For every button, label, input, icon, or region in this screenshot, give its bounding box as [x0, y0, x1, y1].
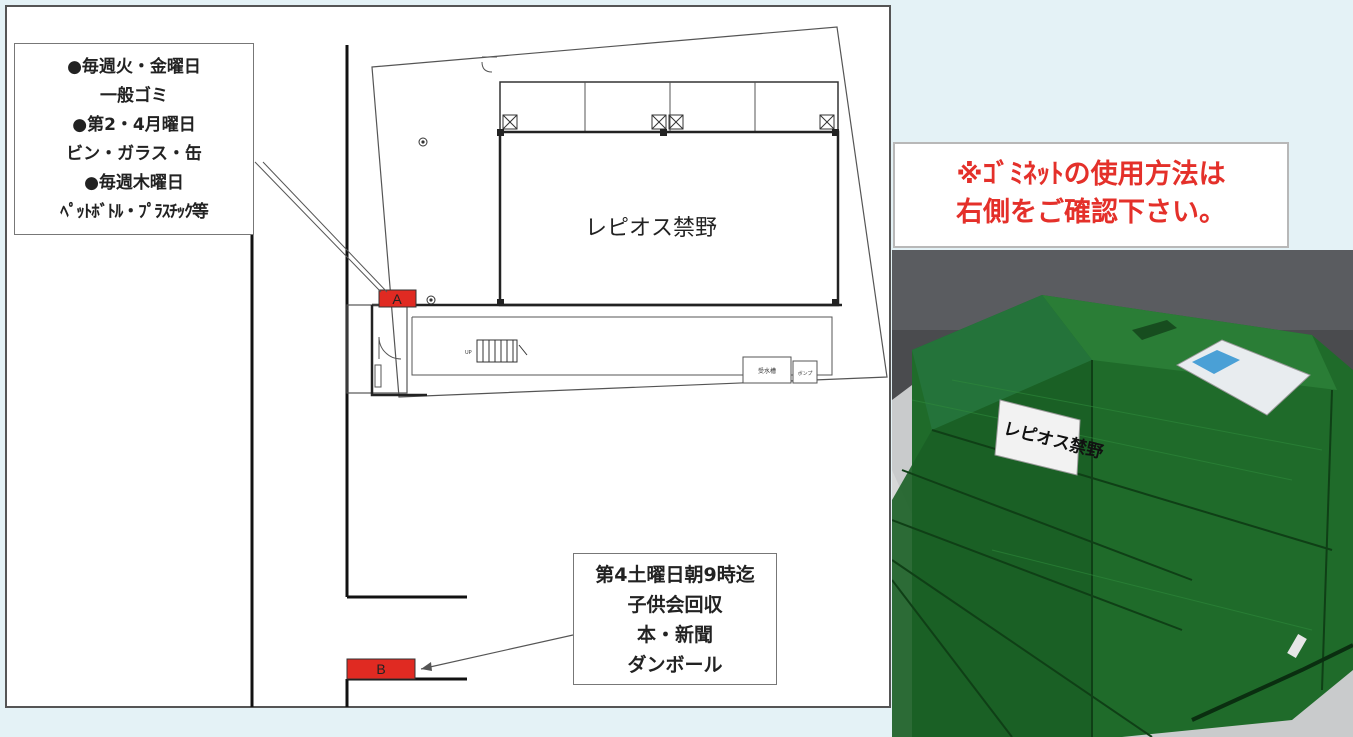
schedule-line: ●第2・4月曜日 [72, 115, 196, 135]
gate-arc [481, 61, 493, 73]
main-building [498, 130, 840, 307]
water-tank-room [742, 356, 792, 384]
recycling-line: ダンボール [627, 654, 723, 676]
site-plan-panel: UP 受水槽 ボンプ A B レピオス禁野 ●毎週火・金曜日 一般ゴミ ●第2・… [5, 5, 891, 708]
notice-line-2: 右側をご確認下さい。 [956, 197, 1226, 228]
garbage-net-notice: ※ｺﾞﾐﾈｯﾄの使用方法は 右側をご確認下さい。 [893, 142, 1289, 248]
notice-line-1: ※ｺﾞﾐﾈｯﾄの使用方法は [956, 159, 1226, 190]
stairs [476, 339, 528, 363]
leader-line-b [420, 634, 574, 670]
site-boundary [371, 26, 888, 398]
pump-label: ボンプ [798, 370, 813, 377]
water-tank-label: 受水槽 [758, 367, 776, 375]
schedule-line: ビン・ガラス・缶 [66, 144, 202, 164]
garbage-net-illustration: レピオス禁野 [892, 250, 1353, 737]
garbage-net-photo: レピオス禁野 [892, 250, 1353, 737]
schedule-line: ﾍﾟｯﾄﾎﾞﾄﾙ・ﾌﾟﾗｽﾁｯｸ等 [60, 202, 209, 222]
building-name: レピオス禁野 [585, 216, 718, 241]
collection-schedule-callout: ●毎週火・金曜日 一般ゴミ ●第2・4月曜日 ビン・ガラス・缶 ●毎週木曜日 ﾍ… [14, 43, 254, 235]
leader-line-a [254, 161, 382, 293]
recycling-line: 子供会回収 [627, 594, 723, 616]
recycling-line: 第4土曜日朝9時迄 [595, 564, 755, 586]
schedule-line: 一般ゴミ [100, 86, 168, 106]
bin-b-label: B [376, 661, 385, 677]
stair-label: UP [465, 350, 472, 356]
schedule-line: ●毎週木曜日 [84, 173, 184, 193]
schedule-line: ●毎週火・金曜日 [67, 57, 201, 77]
bin-a-label: A [392, 291, 402, 307]
recycling-line: 本・新聞 [636, 624, 713, 646]
garbage-bin-b [346, 658, 416, 680]
pump-room [792, 360, 818, 384]
recycling-callout: 第4土曜日朝9時迄 子供会回収 本・新聞 ダンボール [573, 553, 777, 685]
site-plan-drawing: UP 受水槽 ボンプ A B [250, 26, 888, 707]
garbage-bin-a [378, 289, 417, 308]
entrance-area [346, 304, 408, 394]
